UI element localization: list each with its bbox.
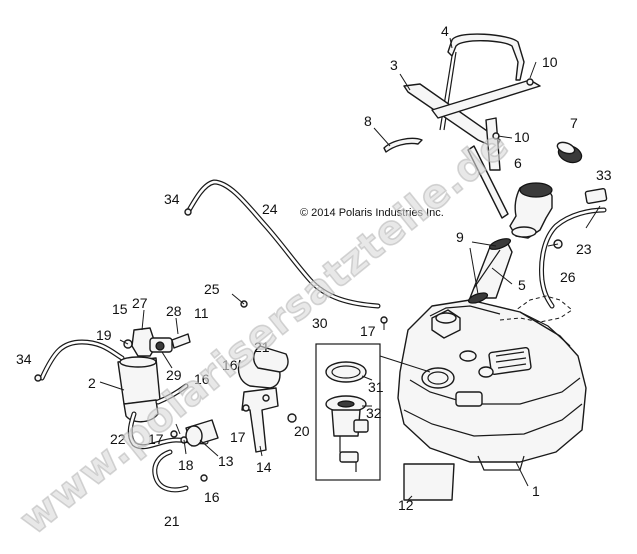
fuel-filter-assembly <box>117 327 191 423</box>
fuel-cap <box>556 141 583 164</box>
callout-21-upper: 21 <box>254 339 270 355</box>
callout-33: 33 <box>596 167 612 183</box>
callout-23: 23 <box>576 241 592 257</box>
callout-24: 24 <box>262 201 278 217</box>
callout-26: 26 <box>560 269 576 285</box>
callout-16-mid: 16 <box>222 357 238 373</box>
callout-25: 25 <box>204 281 220 297</box>
callout-16-left: 16 <box>194 371 210 387</box>
callout-6: 6 <box>514 155 522 171</box>
callout-16-bottom: 16 <box>204 489 220 505</box>
fitting-16 <box>200 474 208 482</box>
callout-17-left: 17 <box>148 431 164 447</box>
callout-28: 28 <box>166 303 182 319</box>
callout-34-upper: 34 <box>164 191 180 207</box>
callout-4: 4 <box>441 23 449 39</box>
callout-9: 9 <box>456 229 464 245</box>
callout-10-mid: 10 <box>514 129 530 145</box>
leader-lines <box>99 37 601 501</box>
callout-numbers: 1 2 3 4 5 6 7 8 9 10 10 11 12 13 14 15 1… <box>16 23 612 529</box>
callout-34-left: 34 <box>16 351 32 367</box>
callout-18: 18 <box>178 457 194 473</box>
callout-3: 3 <box>390 57 398 73</box>
filler-hose <box>467 238 513 304</box>
copyright-text: © 2014 Polaris Industries Inc. <box>300 207 444 219</box>
callout-12: 12 <box>398 497 414 513</box>
fuel-line-24 <box>185 179 381 309</box>
callout-30: 30 <box>312 315 328 331</box>
filler-neck <box>509 182 553 239</box>
callout-2: 2 <box>88 375 96 391</box>
callout-13: 13 <box>218 453 234 469</box>
callout-10-top: 10 <box>542 54 558 70</box>
callout-5: 5 <box>518 277 526 293</box>
callout-15: 15 <box>112 301 128 317</box>
callout-31: 31 <box>368 379 384 395</box>
callout-19: 19 <box>96 327 112 343</box>
fitting-20 <box>287 413 297 423</box>
inset-leader <box>379 355 431 373</box>
callout-32: 32 <box>366 405 382 421</box>
callout-8: 8 <box>364 113 372 129</box>
pump-module <box>325 361 369 472</box>
callout-29: 29 <box>166 367 182 383</box>
callout-20: 20 <box>294 423 310 439</box>
callout-27: 27 <box>132 295 148 311</box>
callout-21-lower: 21 <box>164 513 180 529</box>
vent-hose <box>539 207 607 309</box>
label-plate-12 <box>403 463 455 501</box>
callout-11: 11 <box>194 305 209 321</box>
fuel-line-34 <box>34 339 125 382</box>
inset-box <box>315 343 381 481</box>
callout-1: 1 <box>532 483 540 499</box>
callout-14: 14 <box>256 459 272 475</box>
fitting-34 <box>184 208 192 216</box>
fuel-tank <box>397 299 587 471</box>
callout-7: 7 <box>570 115 578 131</box>
callout-17-bracket: 17 <box>230 429 246 445</box>
callout-22: 22 <box>110 431 126 447</box>
bracket-21 <box>253 345 289 373</box>
fuel-pump-13 <box>170 419 219 447</box>
callout-17-right: 17 <box>360 323 376 339</box>
tank-straps <box>383 33 541 219</box>
part-33-block <box>584 187 608 205</box>
